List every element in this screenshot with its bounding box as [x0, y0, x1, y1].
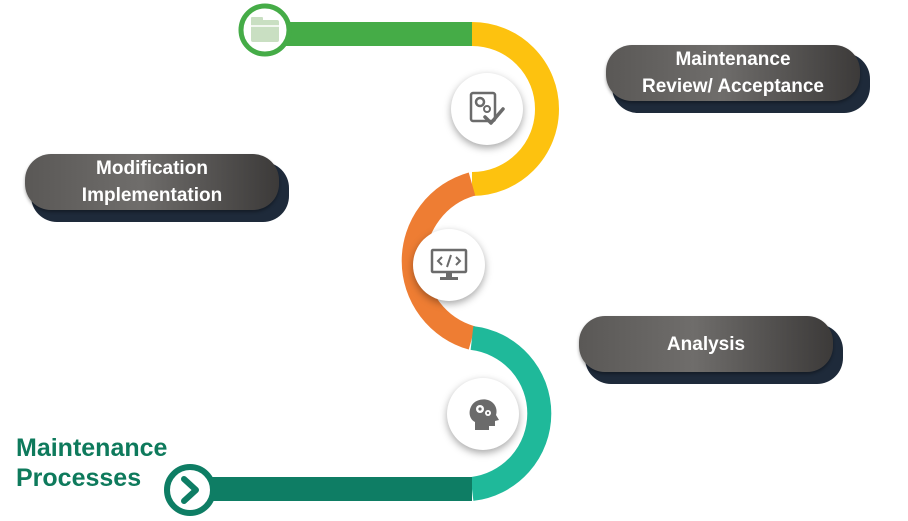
stage-2-icon-circle — [413, 229, 485, 301]
monitor-code-icon — [430, 248, 468, 280]
gear-check-icon — [469, 91, 505, 125]
stage-3-icon-circle — [447, 378, 519, 450]
stage-3-segment — [470, 326, 552, 501]
start-marker — [238, 3, 292, 57]
stage-1-icon-circle — [451, 73, 523, 145]
chevron-right-icon — [181, 476, 199, 504]
stage-1-segment — [471, 22, 559, 196]
diagram-title: Maintenance Processes — [16, 434, 168, 492]
head-gears-icon — [469, 399, 499, 430]
folder-icon — [251, 17, 279, 42]
end-marker — [164, 464, 216, 516]
